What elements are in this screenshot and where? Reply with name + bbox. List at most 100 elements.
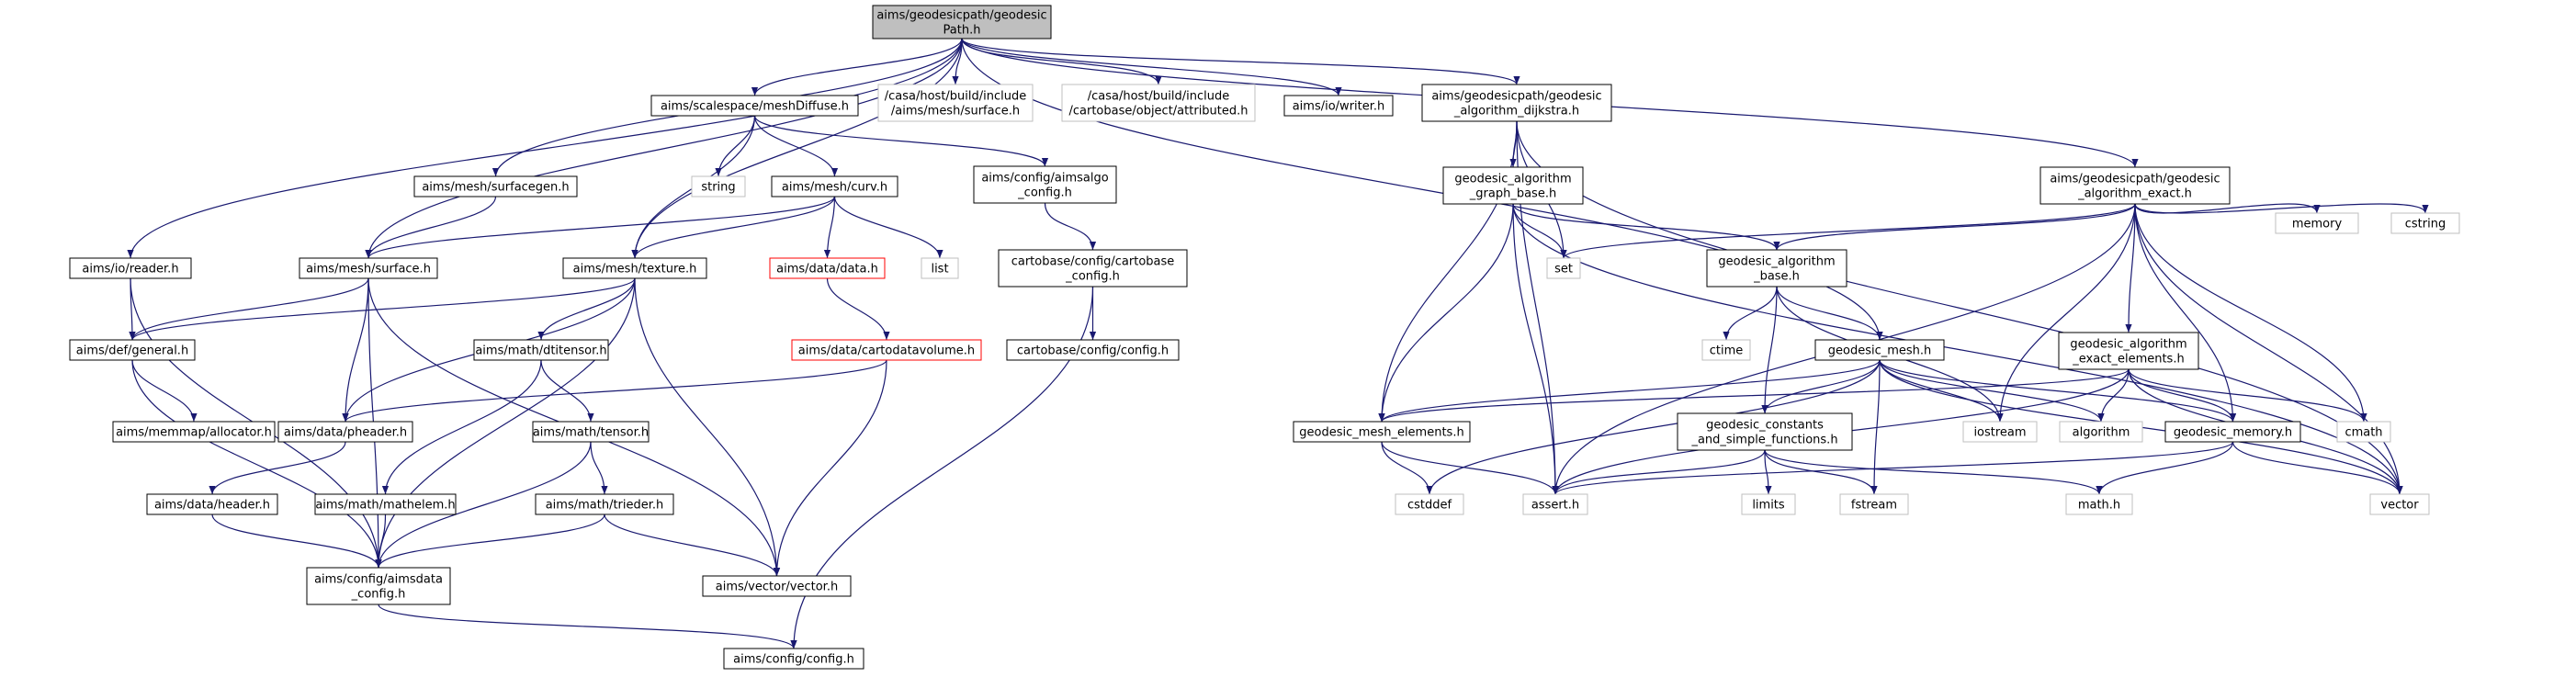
node-allocator[interactable]: aims/memmap/allocator.h bbox=[112, 421, 276, 443]
node-label-line: aims/math/dtitensor.h bbox=[475, 344, 606, 358]
node-mesh-elements[interactable]: geodesic_mesh_elements.h bbox=[1293, 421, 1471, 443]
node-aimsdata-config[interactable]: aims/config/aimsdata_config.h bbox=[306, 567, 451, 605]
node-label-line: aims/scalespace/meshDiffuse.h bbox=[661, 100, 849, 114]
node-box bbox=[921, 257, 959, 279]
node-writer[interactable]: aims/io/writer.h bbox=[1283, 95, 1394, 117]
edge-exact-to-memory bbox=[2134, 203, 2321, 214]
edge-geodesic_mesh-to-iostream bbox=[1879, 359, 2004, 423]
node-config[interactable]: aims/config/config.h bbox=[723, 648, 864, 670]
node-general[interactable]: aims/def/general.h bbox=[69, 339, 196, 361]
node-texture[interactable]: aims/mesh/texture.h bbox=[562, 257, 707, 279]
node-pheader[interactable]: aims/data/pheader.h bbox=[277, 421, 413, 443]
node-fstream: fstream bbox=[1839, 493, 1909, 515]
node-curv[interactable]: aims/mesh/curv.h bbox=[771, 175, 898, 197]
node-data[interactable]: aims/data/data.h bbox=[769, 257, 886, 279]
edge-algo_base-to-constants bbox=[1761, 286, 1778, 414]
edge-exact-to-algo_base bbox=[1773, 203, 2136, 251]
node-dtitensor[interactable]: aims/math/dtitensor.h bbox=[473, 339, 609, 361]
edge-surface-to-pheader bbox=[342, 277, 369, 423]
node-label-line: geodesic_memory.h bbox=[2174, 426, 2292, 440]
node-list: list bbox=[921, 257, 959, 279]
node-box bbox=[1701, 339, 1751, 361]
edge-geodesic_mesh-to-geodesic_memory bbox=[1879, 359, 2236, 423]
node-surfacegen[interactable]: aims/mesh/surfacegen.h bbox=[413, 175, 578, 197]
node-label-line: geodesic_algorithm bbox=[2070, 338, 2186, 352]
node-aimsalgo-config[interactable]: aims/config/aimsalgo_config.h bbox=[973, 165, 1117, 204]
edge-surfacegen-to-surface bbox=[365, 196, 497, 259]
edge-constants-to-mathh bbox=[1764, 449, 2103, 495]
node-algo-base[interactable]: geodesic_algorithm_base.h bbox=[1706, 249, 1847, 288]
edge-root-to-reader bbox=[127, 38, 963, 259]
node-geodesic-mesh[interactable]: geodesic_mesh.h bbox=[1814, 339, 1945, 361]
edge-aimsdata_config-to-config bbox=[378, 604, 797, 649]
node-box bbox=[2039, 166, 2231, 205]
node-box bbox=[2390, 212, 2460, 234]
node-cartodatavolume[interactable]: aims/data/cartodatavolume.h bbox=[791, 339, 982, 361]
node-box bbox=[413, 175, 578, 197]
node-cartobase-config2[interactable]: cartobase/config/config.h bbox=[1006, 339, 1180, 361]
node-label-line: cartobase/config/config.h bbox=[1017, 344, 1169, 358]
node-dijkstra[interactable]: aims/geodesicpath/geodesic_algorithm_dij… bbox=[1421, 84, 1612, 122]
node-exact-elements[interactable]: geodesic_algorithm_exact_elements.h bbox=[2058, 332, 2199, 370]
edge-constants-to-limits bbox=[1764, 449, 1772, 495]
edge-curv-to-data bbox=[823, 196, 836, 259]
edge-geodesic_mesh-to-constants bbox=[1761, 359, 1881, 414]
edge-surface-to-general bbox=[129, 277, 369, 341]
node-label-line: _base.h bbox=[1753, 270, 1800, 284]
node-string: string bbox=[691, 175, 746, 197]
node-label-line: math.h bbox=[2078, 499, 2120, 513]
node-label-line: ctime bbox=[1710, 344, 1744, 358]
edge-geodesic_mesh-to-algorithm bbox=[1879, 359, 2105, 423]
edge-mathelem-to-aimsdata_config bbox=[375, 513, 387, 569]
edge-cartodatavolume-to-vectorh bbox=[773, 359, 887, 577]
node-box bbox=[1706, 249, 1847, 288]
node-trieder[interactable]: aims/math/trieder.h bbox=[535, 493, 674, 515]
node-label-line: aims/vector/vector.h bbox=[716, 581, 838, 594]
node-vectorh[interactable]: aims/vector/vector.h bbox=[702, 575, 852, 597]
node-reader[interactable]: aims/io/reader.h bbox=[69, 257, 192, 279]
node-label-line: aims/mesh/surfacegen.h bbox=[422, 181, 569, 195]
edge-tensor-to-trieder bbox=[590, 441, 608, 495]
node-box bbox=[1522, 493, 1588, 515]
node-surface[interactable]: aims/mesh/surface.h bbox=[299, 257, 438, 279]
node-label-line: aims/config/config.h bbox=[733, 653, 854, 667]
node-cstring: cstring bbox=[2390, 212, 2460, 234]
node-casa-surface: /casa/host/build/include/aims/mesh/surfa… bbox=[877, 84, 1034, 122]
edge-root-to-meshdiffuse bbox=[751, 38, 963, 96]
node-meshdiffuse[interactable]: aims/scalespace/meshDiffuse.h bbox=[650, 95, 859, 117]
node-constants[interactable]: geodesic_constants_and_simple_functions.… bbox=[1677, 412, 1853, 451]
node-label-line: set bbox=[1554, 263, 1573, 276]
edge-header-to-aimsdata_config bbox=[211, 513, 382, 569]
node-box bbox=[973, 165, 1117, 204]
edge-geodesic_memory-to-mathh bbox=[2096, 441, 2234, 495]
node-label-line: geodesic_algorithm bbox=[1454, 173, 1571, 186]
node-label-line: aims/io/reader.h bbox=[82, 263, 178, 276]
node-graph-base[interactable]: geodesic_algorithm_graph_base.h bbox=[1442, 166, 1584, 205]
node-box bbox=[1442, 166, 1584, 205]
node-label-line: iostream bbox=[1973, 426, 2026, 440]
node-label-line: aims/data/cartodatavolume.h bbox=[798, 344, 975, 358]
node-mathelem[interactable]: aims/math/mathelem.h bbox=[314, 493, 457, 515]
node-label-line: geodesic_constants bbox=[1706, 419, 1824, 433]
edge-constants-to-assert bbox=[1552, 449, 1766, 495]
edge-texture-to-vectorh bbox=[634, 277, 781, 577]
node-cartobase-config[interactable]: cartobase/config/cartobase_config.h bbox=[998, 249, 1188, 288]
edge-graph_base-to-algo_base bbox=[1512, 203, 1780, 251]
node-box bbox=[650, 95, 859, 117]
node-header[interactable]: aims/data/header.h bbox=[146, 493, 278, 515]
node-set: set bbox=[1546, 257, 1581, 279]
node-box bbox=[771, 175, 898, 197]
node-geodesic-memory[interactable]: geodesic_memory.h bbox=[2164, 421, 2301, 443]
node-tensor[interactable]: aims/math/tensor.h bbox=[532, 421, 650, 443]
edge-geodesic_memory-to-vector_std bbox=[2231, 441, 2403, 495]
node-box bbox=[877, 84, 1034, 122]
edge-root-to-casa_attributed bbox=[961, 38, 1162, 85]
edge-meshdiffuse-to-curv bbox=[753, 115, 839, 177]
node-exact[interactable]: aims/geodesicpath/geodesic_algorithm_exa… bbox=[2039, 166, 2231, 205]
node-box bbox=[1061, 84, 1256, 122]
edge-constants-to-fstream bbox=[1764, 449, 1878, 495]
edge-geodesic_mesh-to-cstddef bbox=[1426, 359, 1881, 495]
node-box bbox=[691, 175, 746, 197]
